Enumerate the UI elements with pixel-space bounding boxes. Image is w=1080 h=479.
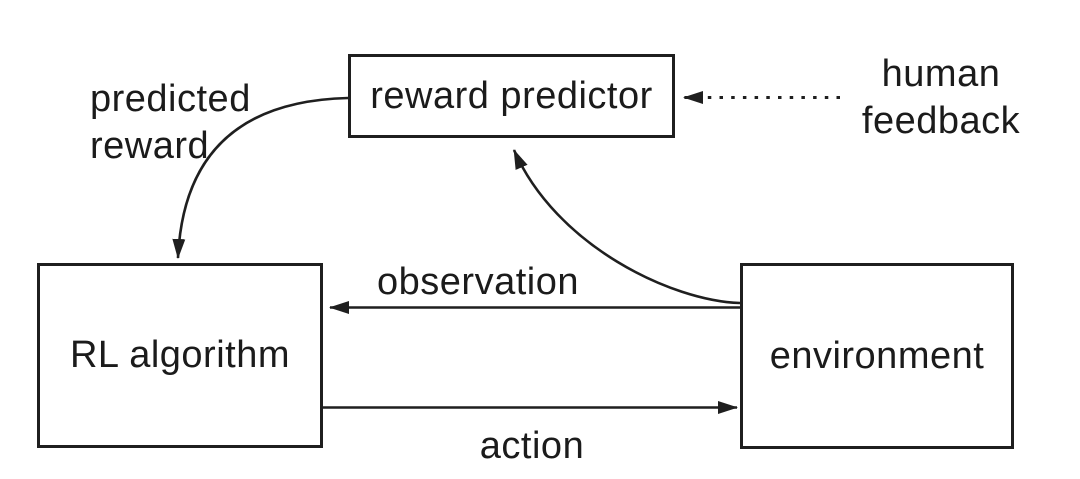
label-human-feedback: human feedback [861,53,1021,142]
label-observation: observation [377,261,579,303]
node-reward-predictor-label: reward predictor [370,74,653,117]
node-rl-algorithm: RL algorithm [37,263,323,448]
predicted-reward-arrow [172,96,349,259]
node-reward-predictor: reward predictor [348,54,675,138]
node-rl-algorithm-label: RL algorithm [69,334,290,376]
node-environment-label: environment [769,334,985,377]
label-action: action [479,425,585,467]
node-environment: environment [740,263,1014,449]
label-predicted-reward: predicted reward [90,78,251,167]
environment-to-reward-predictor-arrow [512,149,741,305]
